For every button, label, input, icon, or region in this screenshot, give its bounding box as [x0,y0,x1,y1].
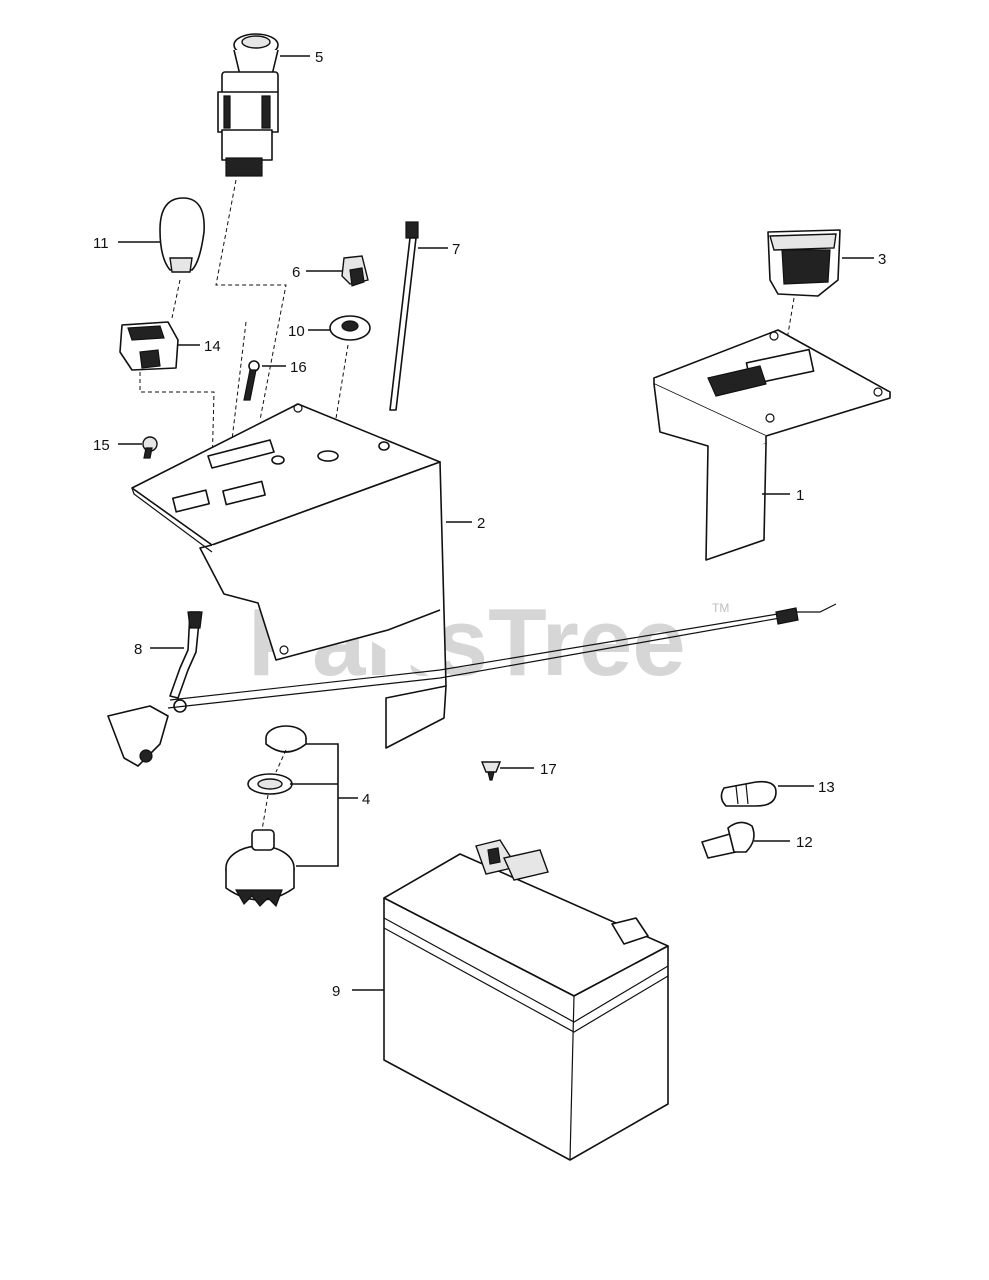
callout-13: 13 [818,779,835,796]
callout-16: 16 [290,359,307,376]
part-2-control-panel [131,403,447,749]
part-6-knob [341,255,369,287]
part-16-dashed-guide [231,321,247,441]
part-17-fastener [480,761,502,781]
callout-8: 8 [134,641,142,658]
callout-1: 1 [796,487,804,504]
callout-4: 4 [362,791,370,808]
part-7-rod [389,221,419,411]
part-14-switch [119,321,179,371]
leader-lines [118,55,874,991]
part-13-terminal-cap [720,780,777,807]
callout-9: 9 [332,983,340,1000]
part-3-switch [767,229,841,297]
part-16-screw [243,360,260,401]
part-11-dashed-guide [171,279,181,319]
callout-12: 12 [796,834,813,851]
part-10-bushing [329,315,371,341]
part-8-lever [107,603,837,767]
part-14-dashed-guide [139,372,215,471]
part-4-dashed-guide-a [275,749,287,773]
callout-6: 6 [292,264,300,281]
part-15-screw [142,436,158,459]
part-5-dashed-guide [215,179,287,421]
callout-5: 5 [315,49,323,66]
part-4-ignition [225,725,307,908]
callout-15: 15 [93,437,110,454]
callout-7: 7 [452,241,460,258]
callout-11: 11 [93,235,109,252]
part-5-switch [217,33,279,177]
callout-17: 17 [540,761,557,778]
part-4-dashed-guide-b [261,794,269,831]
part-1-bracket [653,329,891,561]
callout-3: 3 [878,251,886,268]
callout-14: 14 [204,338,221,355]
part-3-dashed-guide [785,297,795,347]
part-11-knob [159,197,205,273]
callout-2: 2 [477,515,485,532]
part-9-battery [383,839,669,1161]
callout-10: 10 [288,323,305,340]
part-12-terminal-boot [701,821,755,859]
watermark-trademark: TM [712,601,729,615]
